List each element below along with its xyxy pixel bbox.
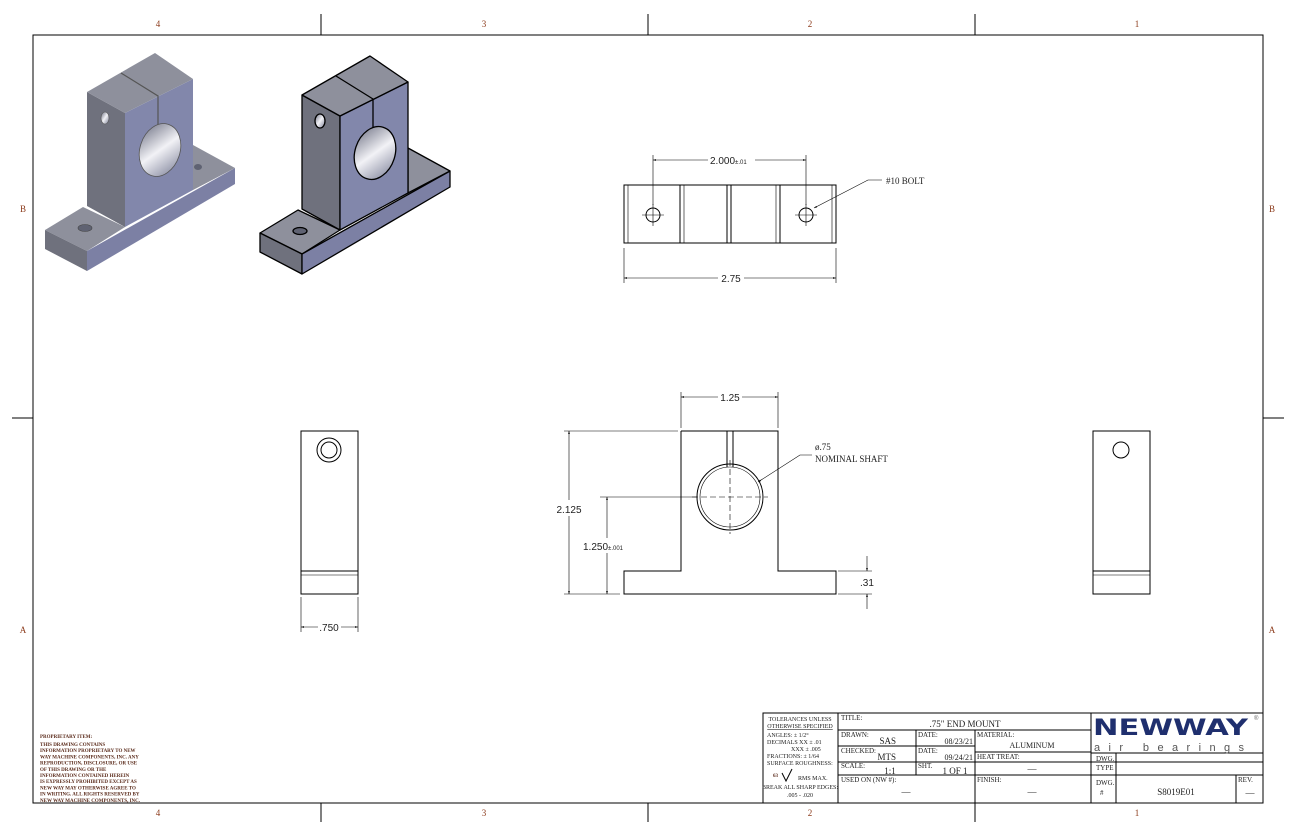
proprietary-line: INFORMATION PROPRIETARY TO NEW: [40, 749, 136, 754]
drawn-date: 08/23/21: [945, 737, 973, 746]
finish: —: [1027, 787, 1038, 797]
zone-row-b-right: B: [1269, 204, 1275, 214]
dwg-type-label-2: TYPE: [1096, 764, 1114, 772]
tolerance-rms: RMS MAX.: [798, 776, 828, 782]
dim-base-thickness: .31: [860, 578, 874, 589]
zone-col-4-bottom: 4: [156, 808, 161, 818]
title-label: TITLE:: [841, 714, 862, 722]
dim-upright-width: 1.25: [720, 393, 740, 404]
shaft-diameter: ø.75: [815, 442, 831, 452]
tolerance-decimals-xxx: XXX ± .005: [791, 747, 821, 753]
dim-shaft-height: 1.250±.001: [583, 542, 624, 553]
heat-treat: —: [1027, 764, 1038, 774]
drawn-label: DRAWN:: [841, 731, 869, 739]
rev-label: REV.: [1238, 776, 1253, 784]
material: ALUMINUM: [1010, 741, 1055, 750]
dwg-type-label: DWG.: [1096, 755, 1115, 763]
proprietary-line: THIS DRAWING CONTAINS: [40, 743, 105, 748]
used-on: —: [901, 787, 912, 797]
isometric-view-outlined: [259, 55, 451, 275]
left-side-view: .750: [300, 430, 359, 634]
title-block: TOLERANCES UNLESS OTHERWISE SPECIFIED AN…: [762, 712, 1264, 804]
tolerance-angles: ANGLES: ± 1/2°: [767, 732, 809, 739]
scale: 1:1: [884, 766, 896, 776]
drawing-frame: [12, 14, 1284, 822]
top-view: 2.000±.01 2.75 #10 BOLT: [623, 155, 925, 285]
proprietary-line: INFORMATION CONTAINED HEREIN: [40, 774, 130, 779]
tolerance-fractions: FRACTIONS: ± 1/64: [767, 754, 819, 760]
front-view: 1.25 2.125 1.250±.001 .31 ø.75 NOMINAL S…: [556, 392, 888, 609]
proprietary-notice: PROPRIETARY ITEM: THIS DRAWING CONTAINS …: [40, 735, 141, 804]
newway-logo: NEWWAY ® air bearings: [1093, 715, 1259, 754]
isometric-view-shaded: [45, 53, 235, 271]
tolerance-break-range: .005 - .020: [787, 793, 813, 799]
shaft-callout: NOMINAL SHAFT: [815, 454, 888, 464]
dwg-number-label: DWG.: [1096, 779, 1115, 787]
zone-col-3-bottom: 3: [482, 808, 487, 818]
sheet: 1 OF 1: [942, 766, 967, 776]
proprietary-line: IN WRITING. ALL RIGHTS RESERVED BY: [40, 793, 140, 798]
checked-date: 09/24/21: [945, 753, 973, 762]
zone-col-2-bottom: 2: [808, 808, 813, 818]
checked-by: MTS: [877, 752, 896, 762]
zone-row-b: B: [20, 204, 26, 214]
proprietary-heading: PROPRIETARY ITEM:: [40, 735, 93, 740]
zone-row-a-right: A: [1269, 625, 1276, 635]
tolerance-decimals-xx: DECIMALS XX ± .01: [767, 740, 822, 746]
zone-col-1-bottom: 1: [1135, 808, 1140, 818]
logo-brand: NEWWAY: [1093, 716, 1249, 741]
tolerance-heading-2: OTHERWISE SPECIFIED: [767, 724, 833, 730]
surface-finish-symbol: [781, 768, 793, 783]
zone-col-3: 3: [482, 19, 487, 29]
proprietary-line: IS EXPRESSLY PROHIBITED EXCEPT AS: [40, 780, 137, 785]
proprietary-line: REPRODUCTION, DISCLOSURE, OR USE: [40, 762, 138, 767]
sheet-label: SHT.: [918, 762, 933, 770]
tolerance-surface: SURFACE ROUGHNESS:: [767, 761, 833, 767]
zone-row-a: A: [20, 625, 27, 635]
proprietary-line: NEW WAY MACHINE COMPONENTS, INC.: [40, 799, 141, 804]
material-label: MATERIAL:: [977, 731, 1014, 739]
dim-depth: .750: [319, 623, 339, 634]
bolt-hole-left: [642, 204, 664, 226]
zone-labels: 4 3 2 1 4 3 2 1 B B A A: [20, 19, 1276, 818]
proprietary-line: NEW WAY MAY OTHERWISE AGREE TO: [40, 786, 136, 791]
right-side-view: [1092, 430, 1151, 595]
bolt-callout: #10 BOLT: [886, 176, 925, 186]
zone-col-1: 1: [1135, 19, 1140, 29]
dim-bolt-spacing: 2.000±.01: [710, 156, 747, 167]
proprietary-line: OF THIS DRAWING OR THE: [40, 768, 107, 773]
proprietary-line: WAY MACHINE COMPONENTS, INC. ANY: [40, 755, 139, 760]
checked-label: CHECKED:: [841, 747, 876, 755]
logo-tagline: air bearings: [1094, 742, 1245, 754]
tolerance-heading: TOLERANCES UNLESS: [768, 717, 831, 723]
used-on-label: USED ON (NW #):: [841, 776, 896, 784]
dwg-number-label-2: #: [1100, 789, 1104, 797]
drawing-number: S8019E01: [1157, 787, 1195, 797]
logo-registered: ®: [1254, 715, 1259, 722]
bolt-hole-right: [795, 204, 817, 226]
drawn-by: SAS: [879, 736, 896, 746]
zone-col-2: 2: [808, 19, 813, 29]
roughness-value: 63: [773, 774, 779, 779]
dim-length: 2.75: [721, 274, 741, 285]
scale-label: SCALE:: [841, 762, 865, 770]
date-label-2: DATE:: [918, 747, 938, 755]
date-label: DATE:: [918, 731, 938, 739]
finish-label: FINISH:: [977, 776, 1002, 784]
drawing-title: .75" END MOUNT: [930, 719, 1001, 729]
revision: —: [1245, 788, 1256, 798]
heat-treat-label: HEAT TREAT:: [977, 753, 1020, 761]
dim-height: 2.125: [556, 505, 581, 516]
tolerance-break-edges: BREAK ALL SHARP EDGES:: [762, 785, 838, 791]
zone-col-4: 4: [156, 19, 161, 29]
